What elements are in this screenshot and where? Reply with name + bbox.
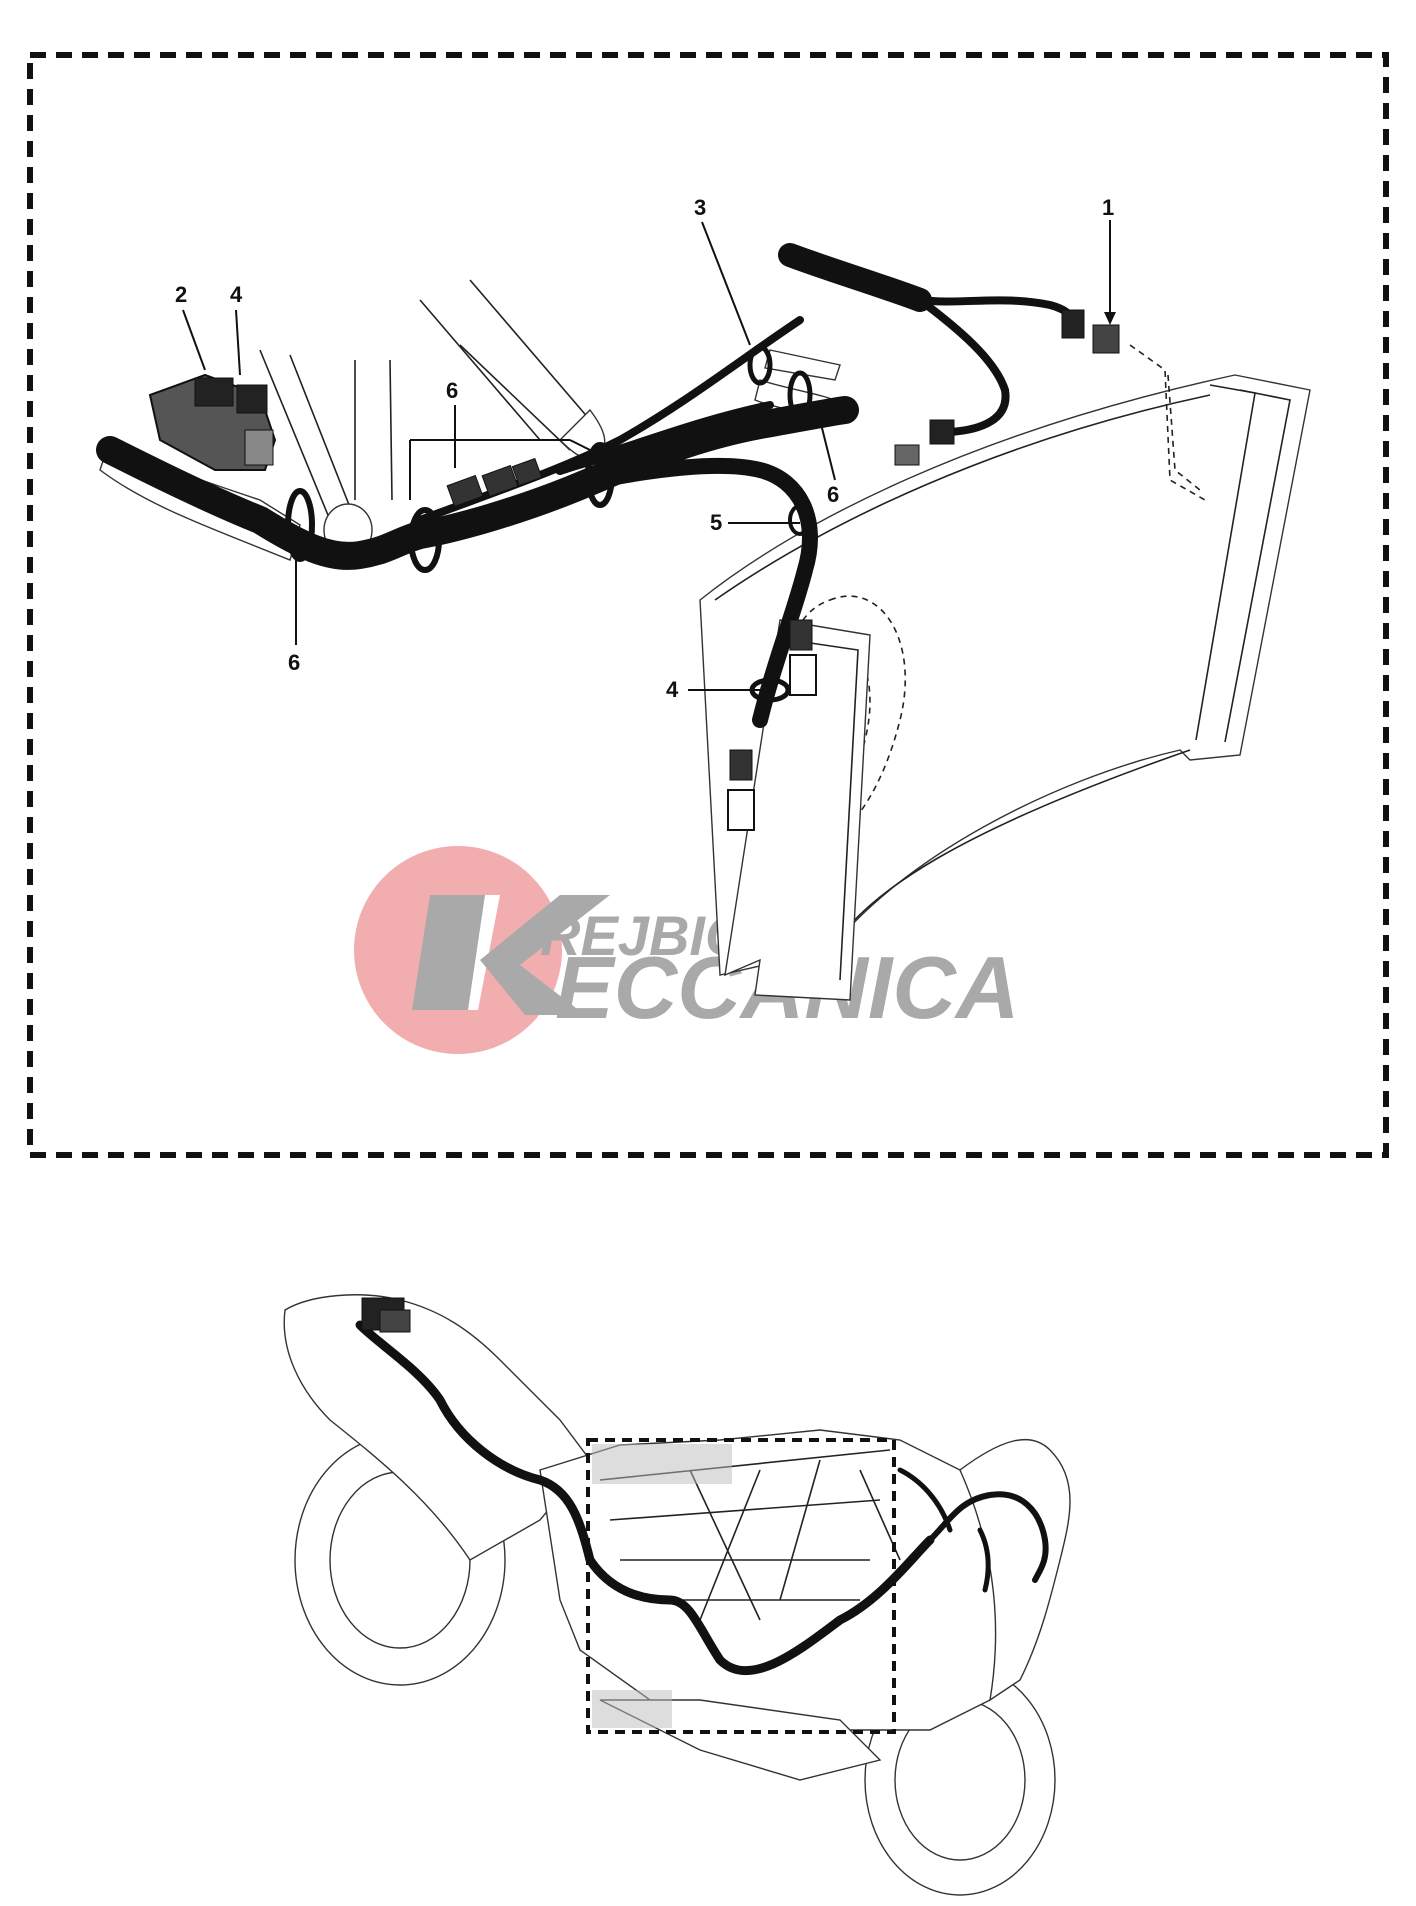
callout-6-right: 6 [827, 482, 839, 507]
callout-6-left: 6 [288, 650, 300, 675]
callout-5: 5 [710, 510, 722, 535]
relay-unit [148, 373, 277, 471]
callout-3: 3 [694, 195, 706, 220]
locator-box [586, 1438, 896, 1734]
callout-4-mid: 4 [666, 677, 679, 702]
leader-lines [182, 220, 1116, 691]
inline-connectors [446, 309, 1120, 831]
detail-frame [27, 52, 1389, 1158]
callout-6-top: 6 [446, 378, 458, 403]
watermark-logo: REJBICH ECCANICA [354, 846, 1019, 1054]
callout-2: 2 [175, 282, 187, 307]
callout-4-top: 4 [230, 282, 243, 307]
mounting-bracket [724, 619, 871, 1001]
motorcycle-overview [283, 1294, 1071, 1896]
cable-ties [285, 344, 813, 703]
callout-1: 1 [1102, 195, 1114, 220]
